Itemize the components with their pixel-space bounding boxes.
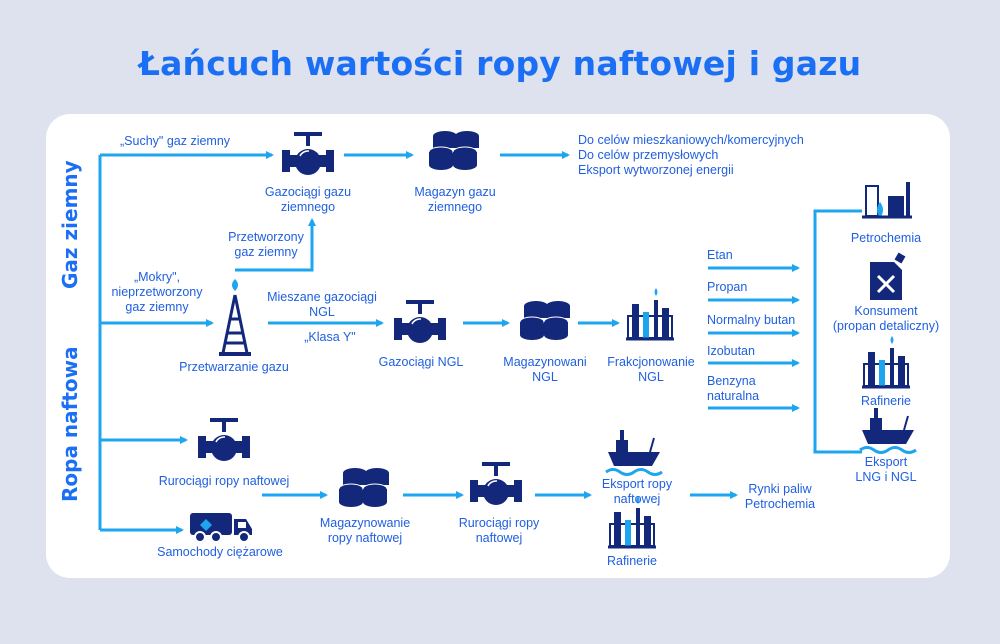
label-fuel-markets-line2: Petrochemia bbox=[744, 497, 816, 511]
label-wet-line3: gaz ziemny bbox=[125, 300, 189, 314]
label-export-lng-line1: Eksport bbox=[864, 455, 908, 469]
label-propane: Propan bbox=[707, 280, 748, 294]
label-fractionation-line1: Frakcjonowanie bbox=[607, 355, 695, 369]
label-gas-storage-line2: ziemnego bbox=[427, 200, 483, 214]
label-gasoline-line1: Benzyna bbox=[707, 374, 756, 388]
label-gas-pipelines-line2: ziemnego bbox=[280, 200, 336, 214]
label-mixed-line1: Mieszane gazociągi bbox=[267, 290, 377, 304]
label-export-lng-line2: LNG i NGL bbox=[855, 470, 917, 484]
jerrycan-icon bbox=[870, 252, 906, 300]
storage-tanks-icon bbox=[428, 130, 480, 171]
label-petrochemistry: Petrochemia bbox=[850, 231, 922, 245]
label-uses-line1: Do celów mieszkaniowych/komercyjnych bbox=[578, 133, 804, 147]
label-fractionation-line2: NGL bbox=[638, 370, 664, 384]
label-trucks: Samochody ciężarowe bbox=[157, 545, 283, 559]
label-gasoline-line2: naturalna bbox=[707, 389, 760, 403]
label-oil-storage-line2: ropy naftowej bbox=[327, 531, 403, 545]
valve-icon bbox=[393, 299, 447, 344]
label-oil-pipelines-2-line2: naftowej bbox=[475, 531, 523, 545]
valve-icon bbox=[281, 131, 335, 176]
label-processed-line2: gaz ziemny bbox=[234, 245, 298, 259]
section-label-gas: Gaz ziemny bbox=[58, 160, 82, 289]
label-ngl-storage-line2: NGL bbox=[532, 370, 558, 384]
label-processed-gas: Przetworzony gaz ziemny bbox=[216, 230, 316, 260]
storage-tanks-icon bbox=[519, 300, 571, 341]
valve-icon bbox=[469, 461, 523, 506]
label-gas-pipelines-line1: Gazociągi gazu bbox=[264, 185, 352, 199]
label-fuel-markets: Rynki paliw Petrochemia bbox=[730, 482, 830, 512]
label-gas-pipelines: Gazociągi gazu ziemnego bbox=[248, 185, 368, 215]
arrow-processed-gas bbox=[235, 218, 316, 272]
refinery-icon bbox=[860, 334, 912, 389]
label-uses: Do celów mieszkaniowych/komercyjnych Do … bbox=[578, 133, 804, 178]
label-oil-pipelines: Rurociągi ropy naftowej bbox=[158, 474, 290, 488]
storage-tanks-icon bbox=[338, 467, 390, 508]
label-consumer-line2: (propan detaliczny) bbox=[832, 319, 940, 333]
page-title: Łańcuch wartości ropy naftowej i gazu bbox=[138, 44, 862, 83]
label-oil-export-line2: naftowej bbox=[613, 492, 661, 506]
petrochemistry-icon bbox=[862, 182, 912, 219]
tanker-truck-icon bbox=[190, 513, 252, 543]
gas-processing-rig-icon bbox=[219, 279, 251, 356]
label-ethane: Etan bbox=[707, 248, 733, 262]
label-refineries-right: Rafinerie bbox=[860, 394, 912, 408]
label-isobutane: Izobutan bbox=[707, 344, 755, 358]
label-class-y: „Klasa Y" bbox=[304, 330, 356, 344]
label-processed-line1: Przetworzony bbox=[228, 230, 304, 244]
label-fuel-markets-line1: Rynki paliw bbox=[748, 482, 812, 496]
label-mixed-ngl: Mieszane gazociągi NGL bbox=[252, 290, 392, 320]
lng-ship-icon bbox=[858, 406, 918, 454]
oil-tanker-icon bbox=[604, 428, 664, 476]
label-uses-line3: Eksport wytworzonej energii bbox=[578, 163, 734, 177]
products-bracket bbox=[813, 209, 862, 454]
label-export-lng: Eksport LNG i NGL bbox=[836, 455, 936, 485]
label-consumer: Konsument (propan detaliczny) bbox=[816, 304, 956, 334]
label-refineries-bottom: Rafinerie bbox=[606, 554, 658, 568]
label-oil-pipelines-2-line1: Rurociągi ropy bbox=[458, 516, 540, 530]
label-butane: Normalny butan bbox=[707, 313, 796, 327]
label-oil-storage-line1: Magazynowanie bbox=[319, 516, 411, 530]
label-gas-processing: Przetwarzanie gazu bbox=[179, 360, 289, 374]
label-oil-storage: Magazynowanie ropy naftowej bbox=[300, 516, 430, 546]
label-consumer-line1: Konsument bbox=[854, 304, 918, 318]
label-uses-line2: Do celów przemysłowych bbox=[578, 148, 719, 162]
label-natural-gasoline: Benzyna naturalna bbox=[707, 374, 759, 404]
label-fractionation: Frakcjonowanie NGL bbox=[596, 355, 706, 385]
label-wet-gas: „Mokry", nieprzetworzony gaz ziemny bbox=[102, 270, 212, 315]
label-wet-line2: nieprzetworzony bbox=[111, 285, 203, 299]
label-ngl-storage-line1: Magazynowani bbox=[503, 355, 587, 369]
label-wet-line1: „Mokry", bbox=[133, 270, 181, 284]
label-mixed-line2: NGL bbox=[309, 305, 335, 319]
section-label-oil: Ropa naftowa bbox=[58, 346, 82, 502]
label-ngl-storage: Magazynowani NGL bbox=[490, 355, 600, 385]
label-oil-pipelines-2: Rurociągi ropy naftowej bbox=[444, 516, 554, 546]
label-oil-export-line1: Eksport ropy bbox=[601, 477, 673, 491]
valve-icon bbox=[197, 417, 251, 462]
factory-icon bbox=[624, 286, 676, 341]
gas-branch-arrows bbox=[98, 151, 862, 534]
label-gas-storage-line1: Magazyn gazu bbox=[414, 185, 496, 199]
label-gas-storage: Magazyn gazu ziemnego bbox=[395, 185, 515, 215]
label-dry-gas: „Suchy" gaz ziemny bbox=[120, 134, 231, 148]
label-oil-export: Eksport ropy naftowej bbox=[582, 477, 692, 507]
label-ngl-pipelines: Gazociągi NGL bbox=[378, 355, 464, 369]
